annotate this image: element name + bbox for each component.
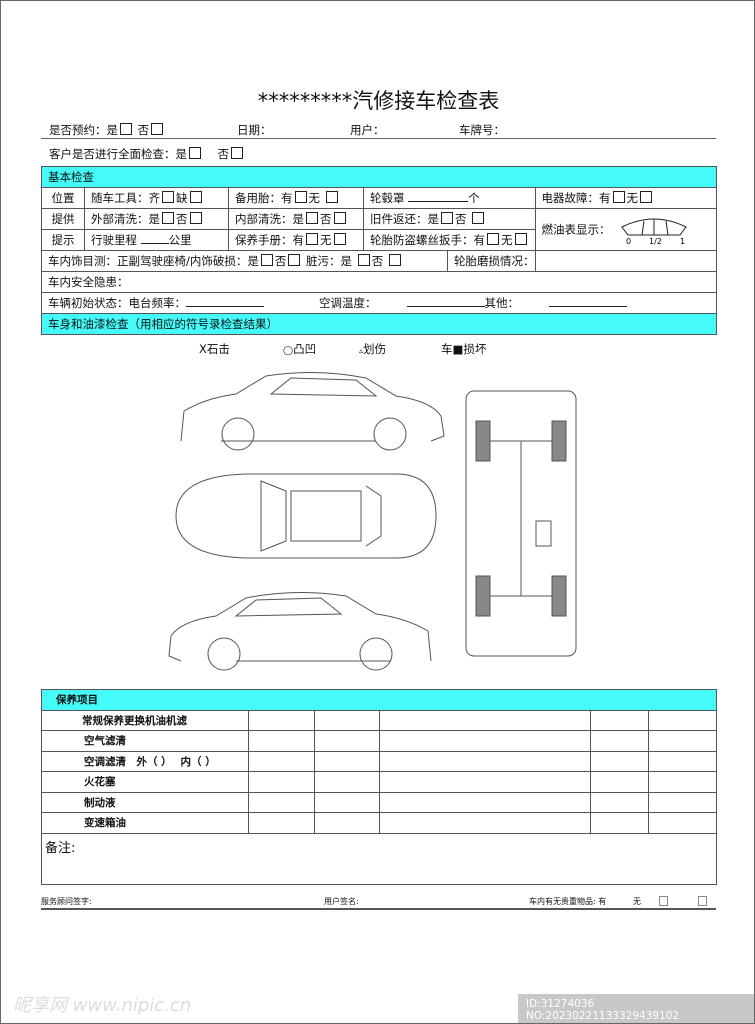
safety-cell: 车内安全隐患： (41, 271, 717, 293)
no-label: 否 (217, 147, 230, 161)
has-valuables-checkbox[interactable] (659, 896, 668, 906)
spare-cell: 备用胎：有无 (228, 187, 364, 209)
svg-text:1/2: 1/2 (649, 237, 662, 245)
table-row: 制动液 (41, 791, 717, 813)
checkbox[interactable] (162, 191, 174, 203)
hubcap-cell: 轮毂罩 个 (363, 187, 536, 209)
no-label: 否 (137, 123, 150, 137)
yes-checkbox[interactable] (120, 123, 132, 135)
checkbox[interactable] (189, 191, 202, 203)
table-row: 变速箱油 (41, 812, 717, 834)
checkbox[interactable] (325, 191, 338, 203)
checkbox[interactable] (514, 233, 527, 245)
interior-cell: 车内饰目测：正副驾驶座椅/内饰破损：是否 脏污：是 否 轮胎磨损情况： (41, 250, 536, 272)
basic-check-table: 基本检查 位置 随车工具：齐缺 备用胎：有无 轮毂罩 个 电器故障：有无 提供 … (41, 166, 717, 335)
none-label: 无 (633, 897, 641, 906)
checkbox[interactable] (288, 254, 301, 266)
table-row: 火花塞 (41, 771, 717, 793)
chassis-icon (465, 390, 577, 657)
side-label: 位置 (41, 187, 85, 209)
mileage-cell: 行驶里程 公里 (84, 229, 229, 251)
date-label: 日期： (237, 123, 272, 137)
initial-state-cell: 车辆初始状态：电台频率：空调温度：其他： (41, 292, 717, 314)
legend-scratch: ▵划伤 (359, 342, 387, 356)
side-label: 提供 (41, 208, 85, 230)
user-label: 用户： (350, 123, 385, 137)
legend-damage: 车■损坏 (441, 342, 487, 356)
no-checkbox[interactable] (151, 123, 164, 135)
checkbox[interactable] (306, 233, 318, 245)
full-check-field: 客户是否进行全面检查：是 否 (49, 146, 245, 162)
svg-text:1: 1 (680, 237, 685, 245)
body-section-header: 车身和油漆检查（用相应的符号录检查结果） (41, 313, 717, 335)
manual-cell: 保养手册：有无 (228, 229, 364, 251)
checkbox[interactable] (162, 212, 174, 224)
no-checkbox[interactable] (231, 147, 244, 159)
section-header: 基本检查 (41, 166, 717, 188)
old-parts-cell: 旧件返还：是否 (363, 208, 536, 230)
checkbox[interactable] (306, 212, 318, 224)
checkbox[interactable] (612, 191, 625, 203)
tire-wear-label: 轮胎磨损情况： (447, 251, 535, 271)
svg-text:0: 0 (626, 237, 631, 245)
tools-cell: 随车工具：齐缺 (84, 187, 229, 209)
electric-cell: 电器故障：有无 (534, 187, 717, 209)
side-label: 提示 (41, 229, 85, 251)
car-side-left-icon (180, 371, 445, 451)
checkbox[interactable] (333, 212, 346, 224)
checkbox[interactable] (388, 254, 401, 266)
car-top-icon (175, 473, 437, 559)
checkbox[interactable] (640, 191, 652, 203)
checkbox[interactable] (472, 212, 485, 224)
maintenance-header: 保养项目 (41, 689, 717, 711)
watermark-id: ID:31274036 NO:20230221133329439102 (518, 994, 754, 1023)
wrench-cell: 轮胎防盗螺丝扳手：有无 (363, 229, 536, 251)
table-row: 空气滤清 (41, 730, 717, 752)
appointment-label: 是否预约：是 (49, 123, 118, 137)
no-valuables-checkbox[interactable] (698, 896, 707, 906)
legend-dent: ◯凸凹 (283, 342, 317, 356)
advisor-sign-label: 服务顾问签字: (41, 897, 92, 906)
legend-stone: X石击 (199, 342, 230, 356)
valuables-label: 车内有无贵重物品: 有 (529, 897, 607, 906)
yes-checkbox[interactable] (189, 147, 201, 159)
fuel-gauge-icon: 0 1/2 1 (621, 218, 687, 246)
ext-wash-cell: 外部清洗：是否 (84, 208, 229, 230)
checkbox[interactable] (294, 191, 307, 203)
car-diagram (168, 371, 577, 671)
appointment-field: 是否预约：是 否 (49, 122, 165, 138)
car-side-right-icon (168, 591, 432, 671)
checkbox[interactable] (441, 212, 453, 224)
checkbox[interactable] (333, 233, 346, 245)
table-row: 空调滤清 外（ ） 内（ ） (41, 750, 717, 772)
maintenance-table: 保养项目 常规保养更换机油机滤 空气滤清 空调滤清 外（ ） 内（ ） 火花塞 … (41, 689, 717, 885)
checkbox[interactable] (260, 254, 273, 266)
footer-divider (41, 908, 716, 910)
remarks-field[interactable]: 备注: (41, 832, 717, 885)
page-title: *********汽修接车检查表 (257, 89, 500, 113)
divider (41, 138, 716, 139)
table-row: 常规保养更换机油机滤 (41, 709, 717, 731)
checkbox[interactable] (357, 254, 370, 266)
checkbox[interactable] (487, 233, 499, 245)
user-sign-label: 用户签名: (324, 897, 359, 906)
int-wash-cell: 内部清洗：是否 (228, 208, 364, 230)
plate-label: 车牌号： (459, 123, 505, 137)
checkbox[interactable] (189, 212, 202, 224)
full-check-label: 客户是否进行全面检查：是 (49, 147, 187, 161)
watermark-logo: 昵享网 www.nipic.cn (13, 995, 192, 1016)
